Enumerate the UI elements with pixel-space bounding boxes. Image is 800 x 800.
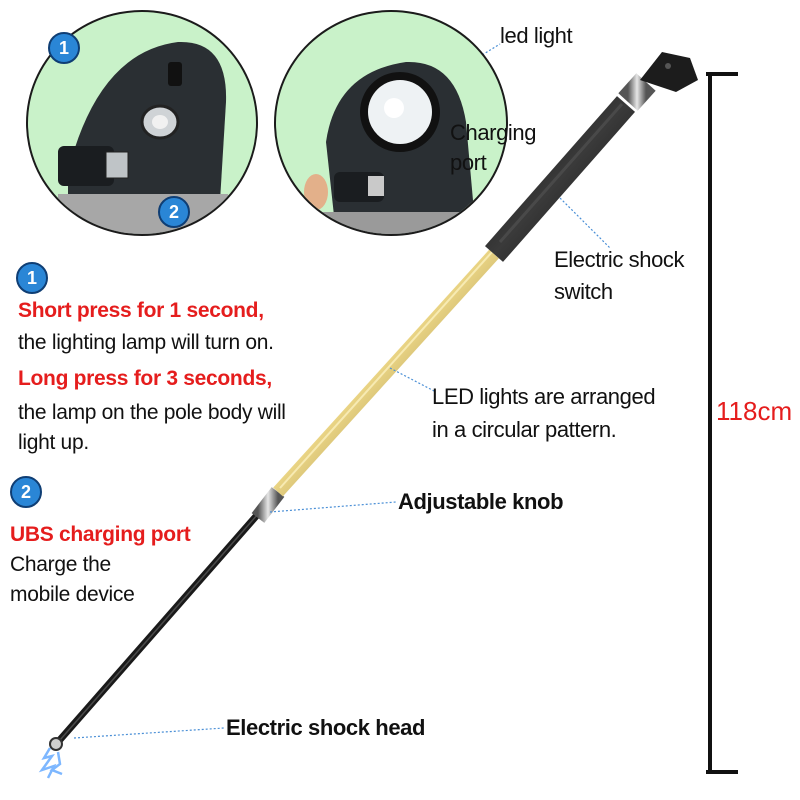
charging-port-label: Charging port — [450, 118, 536, 178]
led-lights-arranged-line2: in a circular pattern. — [432, 417, 617, 442]
inset-head-closeup — [304, 61, 476, 234]
short-press-text: Short press for 1 second, — [18, 299, 264, 322]
charging-port-text: Charge the mobile device — [10, 550, 135, 610]
inset-handle-closeup — [58, 41, 228, 234]
charging-port-text-line2: mobile device — [10, 583, 135, 606]
inset-led-light — [274, 10, 508, 236]
pole-handle — [484, 96, 636, 262]
length-label: 118cm — [716, 396, 793, 426]
charging-port-text-line1: Charge the — [10, 553, 111, 576]
electric-shock-head-label: Electric shock head — [226, 715, 426, 740]
short-press-result-text: the lighting lamp will turn on. — [18, 331, 274, 354]
long-press-text: Long press for 3 seconds, — [18, 367, 272, 390]
long-press-result-line1: the lamp on the pole body will — [18, 401, 286, 424]
led-lights-arranged-line1: LED lights are arranged — [432, 384, 656, 409]
charging-port-label-line1: Charging — [450, 120, 537, 145]
adjustable-knob-label: Adjustable knob — [398, 489, 564, 514]
pole-collar — [618, 73, 656, 111]
led-light-label: led light — [500, 23, 573, 48]
adjustable-knob-shape — [251, 487, 285, 523]
pole-gold-section — [273, 249, 499, 497]
long-press-result-text: the lamp on the pole body will light up. — [18, 398, 286, 458]
electric-shock-switch-line1: Electric shock — [554, 247, 685, 272]
electric-shock-switch-line2: switch — [554, 279, 613, 304]
shock-tip — [49, 737, 63, 751]
led-lights-arranged-label: LED lights are arranged in a circular pa… — [432, 380, 656, 446]
electric-spark-icon — [38, 747, 63, 779]
instruction-badge-2: 2 — [10, 476, 42, 508]
badge-2: 2 — [158, 196, 190, 228]
long-press-result-line2: light up. — [18, 431, 89, 454]
charging-port-title: UBS charging port — [10, 523, 191, 546]
badge-1: 1 — [48, 32, 80, 64]
electric-shock-switch-label: Electric shock switch — [554, 244, 685, 308]
flashlight-head — [640, 52, 698, 92]
charging-port-label-line2: port — [450, 150, 487, 175]
instruction-badge-1: 1 — [16, 262, 48, 294]
